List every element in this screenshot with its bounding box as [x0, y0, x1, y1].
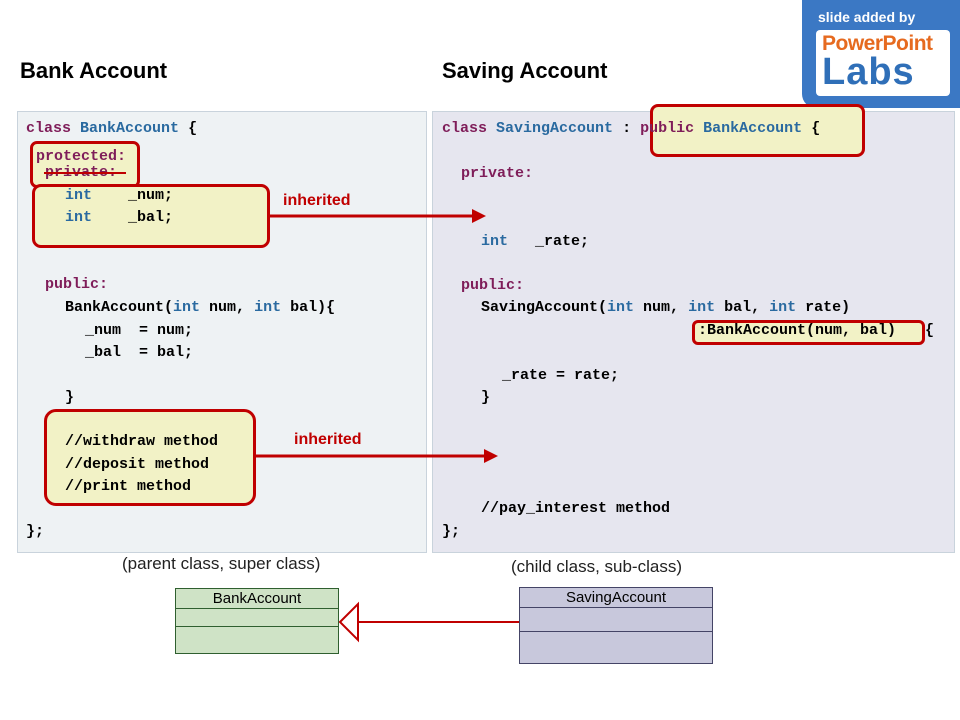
- inherited-label-bottom: inherited: [294, 431, 362, 448]
- code-public-right: public:: [461, 277, 525, 294]
- title-saving-account: Saving Account: [442, 58, 608, 83]
- uml-bankaccount-name: BankAccount: [176, 589, 338, 609]
- logo-line2: Labs: [822, 51, 915, 93]
- initializer-list-highlight: [692, 320, 925, 345]
- uml-savingaccount-name: SavingAccount: [520, 588, 712, 608]
- code-int-bal: int _bal;: [65, 209, 174, 226]
- methods-highlight: [44, 409, 256, 506]
- code-private-right: private:: [461, 165, 534, 182]
- uml-savingaccount-methods: [520, 632, 712, 663]
- code-close-brace: }: [65, 389, 75, 406]
- code-comment-print: //print method: [65, 478, 192, 495]
- code-assign-bal: _bal = bal;: [85, 344, 194, 361]
- code-initializer-list: :BankAccount(num, bal): [698, 322, 897, 339]
- caption-child-class: (child class, sub-class): [511, 557, 682, 576]
- code-ctor-bankaccount: BankAccount(int num, int bal){: [65, 299, 336, 316]
- powerpointlabs-badge: slide added by PowerPoint Labs: [802, 0, 960, 108]
- uml-bankaccount-attributes: [176, 609, 338, 627]
- code-comment-withdraw: //withdraw method: [65, 433, 219, 450]
- uml-savingaccount-attributes: [520, 608, 712, 632]
- base-class-highlight: [650, 104, 865, 157]
- inherited-label-top: inherited: [283, 192, 351, 209]
- logo-line1: PowerPoint: [822, 32, 933, 55]
- uml-bankaccount-box: BankAccount: [175, 588, 339, 654]
- uml-bankaccount-methods: [176, 627, 338, 653]
- code-comment-pay-interest: //pay_interest method: [481, 500, 671, 517]
- data-members-highlight: [32, 184, 270, 248]
- code-int-num: int _num;: [65, 187, 174, 204]
- code-assign-num: _num = num;: [85, 322, 194, 339]
- code-init-brace: {: [925, 322, 935, 339]
- inherited-arrow-bottom-head: [484, 449, 498, 463]
- inherited-arrow-top-head: [472, 209, 486, 223]
- uml-generalization-triangle: [338, 601, 359, 643]
- code-int-rate: int _rate;: [481, 233, 590, 250]
- code-protected: protected:: [36, 148, 127, 165]
- powerpointlabs-logo: PowerPoint Labs: [816, 30, 950, 96]
- code-public: public:: [45, 276, 109, 293]
- code-line-class-savingaccount: class SavingAccount : public BankAccount…: [442, 120, 821, 137]
- title-bank-account: Bank Account: [20, 58, 168, 83]
- badge-caption: slide added by: [818, 9, 916, 25]
- code-comment-deposit: //deposit method: [65, 456, 210, 473]
- caption-parent-class: (parent class, super class): [122, 554, 321, 573]
- code-assign-rate: _rate = rate;: [502, 367, 620, 384]
- uml-savingaccount-box: SavingAccount: [519, 587, 713, 664]
- code-end-right: };: [442, 523, 461, 540]
- code-ctor-savingaccount: SavingAccount(int num, int bal, int rate…: [481, 299, 851, 316]
- protected-highlight: [30, 141, 140, 188]
- code-close-brace-right: }: [481, 389, 491, 406]
- code-end-left: };: [26, 523, 45, 540]
- code-line-class-bankaccount: class BankAccount {: [26, 120, 198, 137]
